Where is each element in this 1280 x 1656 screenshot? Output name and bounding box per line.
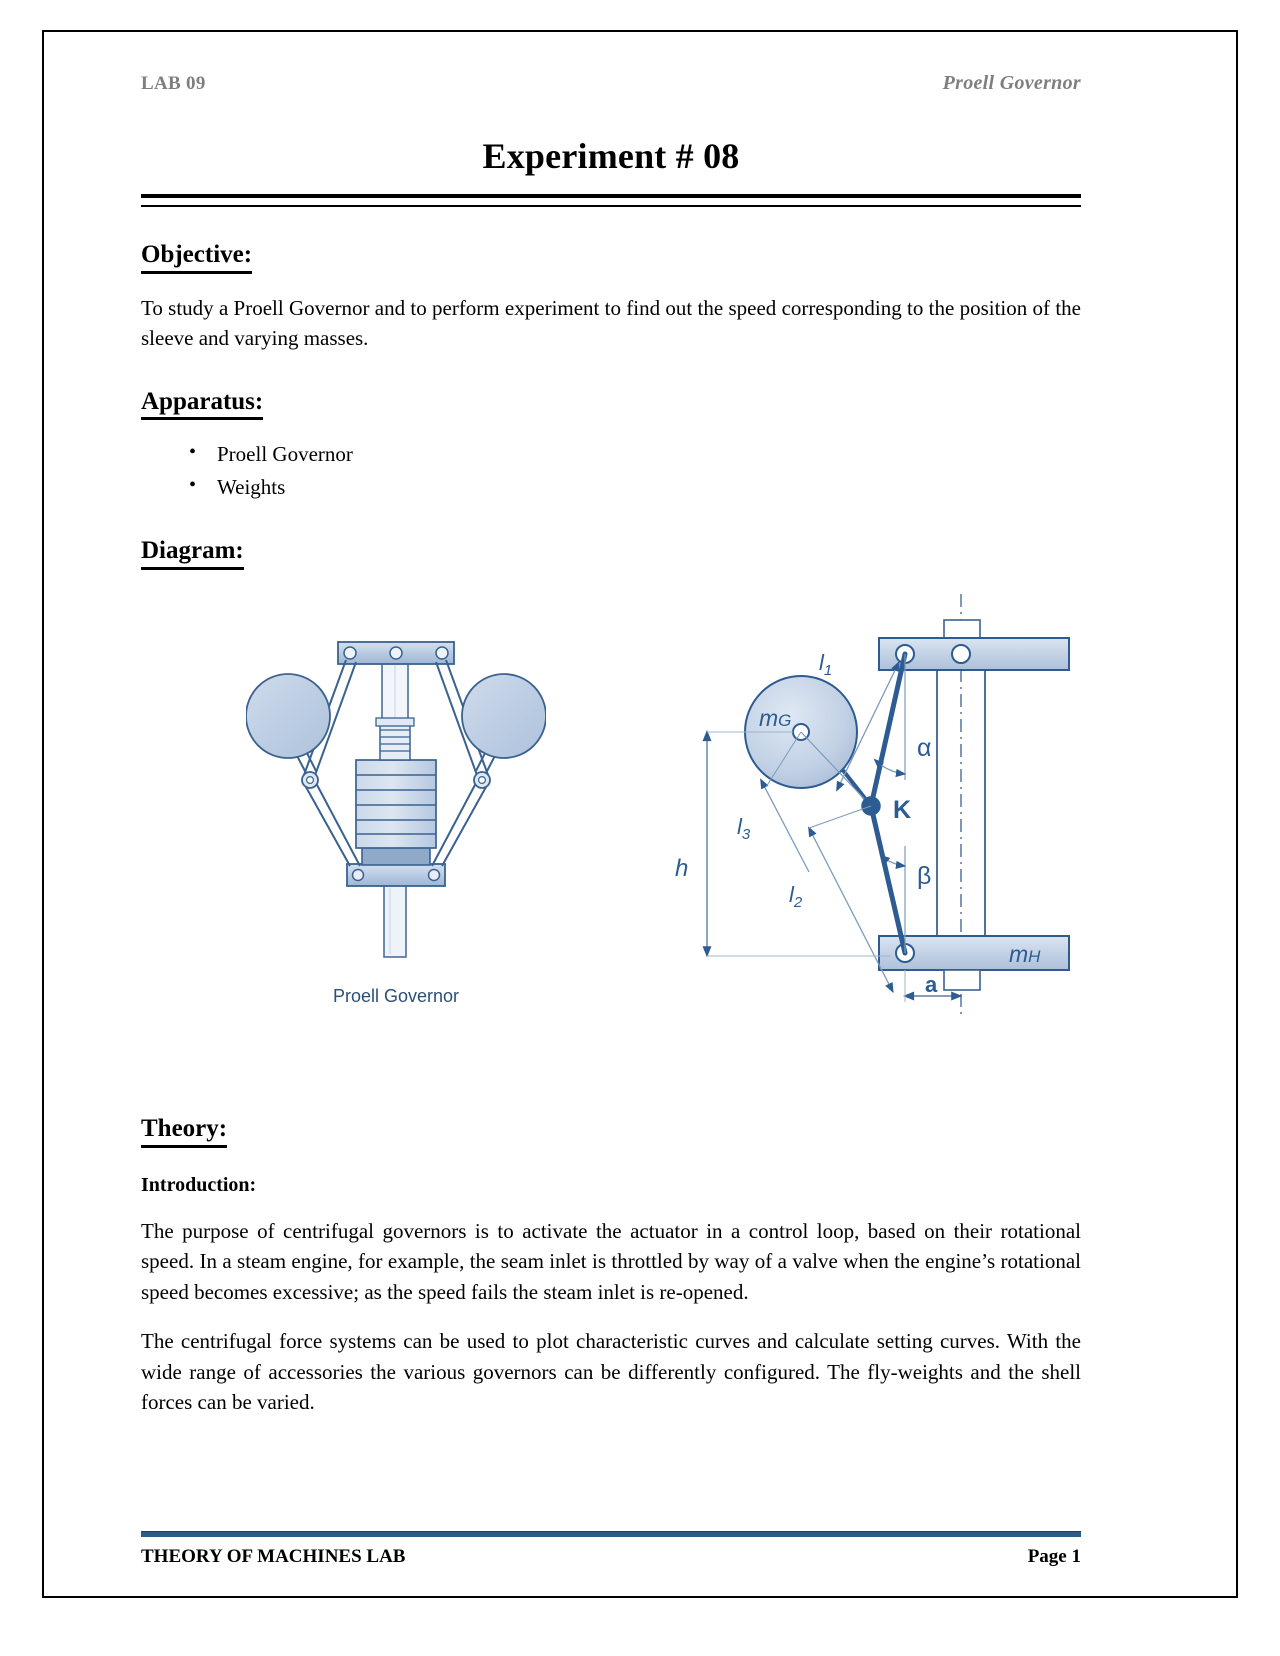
- page-content: LAB 09 Proell Governor Experiment # 08 O…: [141, 72, 1081, 1552]
- label-alpha: α: [917, 734, 931, 762]
- list-item: Proell Governor: [189, 437, 1081, 471]
- objective-text: To study a Proell Governor and to perfor…: [141, 295, 1081, 351]
- label-l2: l2: [789, 882, 803, 911]
- introduction-subheading: Introduction:: [141, 1173, 257, 1196]
- page-title: Experiment # 08: [482, 136, 740, 176]
- footer-page-number: Page 1: [1027, 1546, 1081, 1567]
- fly-ball-right: [461, 673, 547, 760]
- diagram-section: Diagram:: [141, 503, 1081, 571]
- label-l1: l1: [819, 650, 832, 679]
- proell-governor-drawing: [245, 641, 547, 959]
- proell-schematic-drawing: l1 mG α l3 K h l2 β mH a: [675, 594, 1070, 1015]
- page-footer: THEORY OF MACHINES LAB Page 1: [141, 1531, 1081, 1568]
- footer-left-text: THEORY OF MACHINES LAB: [141, 1546, 406, 1567]
- diagram-figures: Proell Governor: [141, 584, 1081, 1039]
- figure-caption-left: Proell Governor: [332, 986, 460, 1007]
- figure-proell-governor-pictorial: Proell Governor: [245, 632, 547, 1007]
- link-upper-arm: [868, 651, 908, 809]
- objective-section: Objective:: [141, 207, 1081, 274]
- page-frame: LAB 09 Proell Governor Experiment # 08 O…: [42, 30, 1238, 1598]
- theory-paragraph-1: The purpose of centrifugal governors is …: [141, 1218, 1081, 1304]
- label-l3: l3: [737, 814, 751, 843]
- footer-divider: [141, 1531, 1081, 1537]
- running-header-left: LAB 09: [141, 73, 206, 94]
- objective-heading: Objective:: [141, 241, 253, 274]
- diagram-heading: Diagram:: [141, 537, 244, 571]
- apparatus-section: Apparatus:: [141, 354, 1081, 421]
- theory-heading: Theory:: [141, 1115, 228, 1148]
- fly-ball-left: [245, 673, 331, 760]
- apparatus-heading: Apparatus:: [141, 388, 264, 421]
- label-a: a: [925, 972, 938, 997]
- label-beta: β: [917, 862, 931, 890]
- title-divider: [141, 194, 1081, 207]
- running-header-right: Proell Governor: [942, 72, 1081, 94]
- figure-proell-governor-schematic: l1 mG α l3 K h l2 β mH a: [641, 584, 1081, 1029]
- list-item: Weights: [189, 470, 1081, 504]
- theory-section: Theory:: [141, 1081, 1081, 1148]
- label-K: K: [893, 796, 911, 824]
- apparatus-list: Proell Governor Weights: [141, 437, 1081, 504]
- label-h: h: [675, 855, 688, 882]
- theory-paragraph-2: The centrifugal force systems can be use…: [141, 1329, 1081, 1415]
- link-lower-arm: [868, 803, 908, 956]
- label-mH: mH: [1009, 941, 1041, 967]
- running-header: LAB 09 Proell Governor: [141, 72, 1081, 95]
- figures-spacer: [141, 1039, 1081, 1081]
